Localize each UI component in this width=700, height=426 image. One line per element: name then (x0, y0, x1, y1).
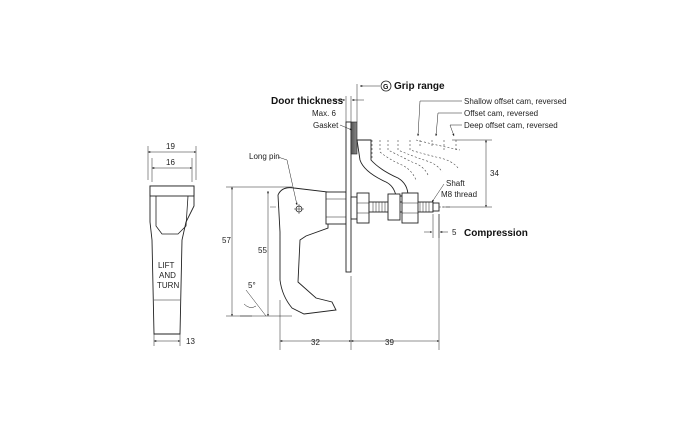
dim-height-inner: 55 (258, 246, 267, 255)
cam-alt-6 (415, 139, 461, 151)
shaft-label-1: Shaft (446, 179, 465, 188)
grip-badge-text: G (383, 84, 389, 91)
cam-hub (387, 193, 401, 221)
dim-height-outer: 57 (222, 236, 231, 245)
dim-top-outer: 19 (166, 142, 175, 151)
grip-badge (380, 80, 392, 92)
compression-value: 5 (452, 228, 457, 237)
cam-alt-3 (397, 140, 443, 173)
grip-range-title: Grip range (394, 81, 445, 92)
dim-cam-travel: 34 (490, 169, 499, 178)
leader-shallow (417, 100, 462, 137)
door-max-label: Max. 6 (312, 109, 337, 118)
shaft-leader (431, 183, 445, 203)
nut-1 (356, 192, 370, 224)
label-deep-cam: Deep offset cam, reversed (464, 121, 558, 130)
front-view: 19 16 LIFT AND TURN 13 (147, 142, 197, 346)
long-pin-label: Long pin (249, 152, 280, 161)
shaft-label-2: M8 thread (441, 190, 477, 199)
cam-alt-2 (387, 140, 429, 176)
dim-top-inner: 16 (166, 158, 175, 167)
gasket (350, 121, 358, 155)
handle-text-2: AND (159, 271, 176, 280)
door-thickness-title: Door thickness (271, 96, 344, 107)
threaded-shaft (368, 201, 434, 213)
thread-lines (372, 202, 430, 212)
cam-alt-1 (379, 140, 417, 181)
handle-profile (277, 187, 337, 315)
gasket-label: Gasket (313, 121, 339, 130)
washer (350, 196, 358, 220)
handle-text-1: LIFT (158, 261, 175, 270)
handle-text-3: TURN (157, 281, 179, 290)
long-pin-leader (277, 156, 298, 206)
nut-2 (401, 192, 419, 224)
alt-cams (371, 139, 461, 181)
shaft-tip (432, 202, 440, 212)
angle-line (245, 289, 267, 317)
door-panel (345, 121, 352, 273)
leader-offset (435, 112, 462, 137)
side-view: 57 55 Long pin 5° (222, 80, 567, 350)
compression-title: Compression (464, 228, 528, 239)
dim-angle: 5° (248, 281, 256, 290)
dim-body-length: 32 (311, 338, 320, 347)
label-shallow-cam: Shallow offset cam, reversed (464, 97, 567, 106)
leader-deep (449, 124, 462, 137)
dim-rear-length: 39 (385, 338, 394, 347)
angle-arc (243, 303, 257, 308)
cam-alt-4 (409, 140, 459, 169)
gasket-leader (339, 124, 353, 131)
cam-solid (356, 139, 409, 197)
handle-recess (155, 195, 189, 235)
handle-head (149, 185, 195, 197)
lock-housing (325, 191, 347, 225)
label-offset-cam: Offset cam, reversed (464, 109, 538, 118)
dim-bottom: 13 (186, 337, 195, 346)
